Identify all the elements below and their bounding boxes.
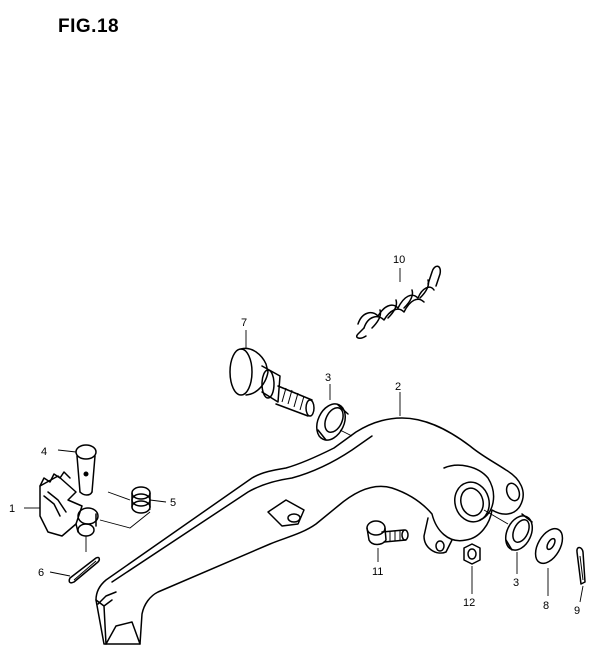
- callout-1: 1: [9, 503, 15, 515]
- callout-12: 12: [463, 597, 475, 609]
- callout-5: 5: [170, 497, 176, 509]
- stopper-bolt: [366, 520, 409, 546]
- callout-9: 9: [574, 605, 580, 617]
- callout-7: 7: [241, 317, 247, 329]
- footpeg: [39, 471, 99, 537]
- bushing-upper: [315, 403, 349, 441]
- footpeg-spring: [131, 486, 151, 514]
- figure-title: FIG.18: [58, 16, 120, 37]
- callout-8: 8: [543, 600, 549, 612]
- callout-2: 2: [395, 381, 401, 393]
- nut: [463, 543, 481, 565]
- assembly-lines: [85, 429, 509, 552]
- callout-11: 11: [372, 566, 383, 578]
- callout-10: 10: [393, 254, 405, 266]
- return-spring: [355, 265, 442, 339]
- leader-lines: [24, 268, 584, 603]
- callout-6: 6: [38, 567, 44, 579]
- washer: [534, 527, 564, 565]
- cotter-pin-pivot: [576, 546, 586, 585]
- callout-3-lower: 3: [513, 577, 519, 589]
- callout-4: 4: [41, 446, 47, 458]
- footpeg-pin: [75, 444, 97, 496]
- pivot-bolt: [229, 347, 315, 417]
- cotter-pin-footpeg: [68, 556, 101, 584]
- callout-3-upper: 3: [325, 372, 331, 384]
- bushing-lower: [504, 513, 534, 551]
- brake-pedal-arm: [95, 417, 524, 645]
